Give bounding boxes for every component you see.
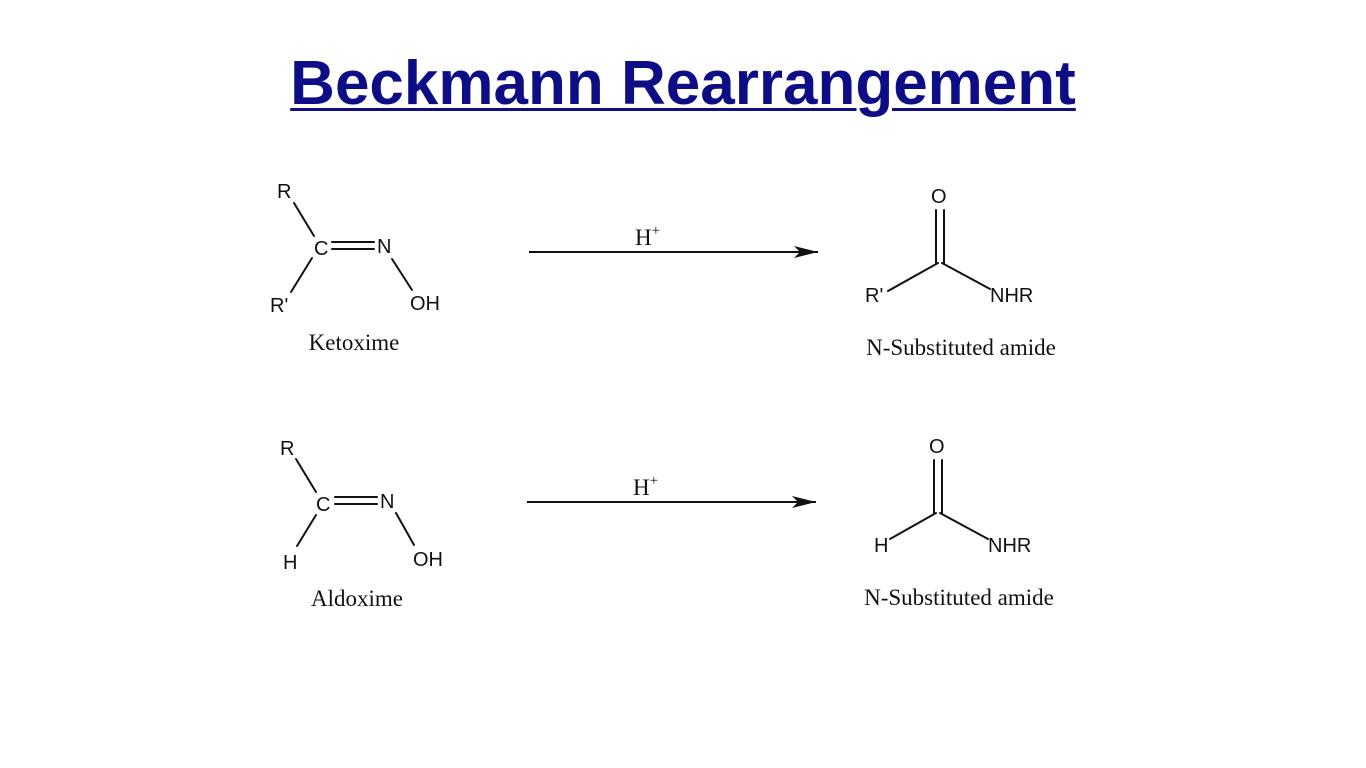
amide-label-2: N-Substituted amide bbox=[864, 585, 1054, 610]
bond-r-c bbox=[295, 458, 317, 493]
atom-r-prime: R' bbox=[270, 295, 288, 317]
atom-h: H bbox=[874, 535, 888, 557]
reaction-arrow-1: H+ bbox=[529, 223, 818, 258]
bond-c-r-prime bbox=[290, 257, 313, 293]
atom-c: C bbox=[316, 494, 330, 516]
acid-catalyst-label: H+ bbox=[635, 223, 660, 250]
slide-title: Beckmann Rearrangement bbox=[0, 46, 1366, 122]
atom-oh: OH bbox=[413, 549, 443, 571]
atom-oh: OH bbox=[410, 293, 440, 315]
atom-h: H bbox=[283, 552, 297, 574]
atom-c: C bbox=[314, 238, 328, 260]
reaction-1: R C N R' OH Ketoxime H+ O R' NHR bbox=[270, 181, 1056, 360]
bond-c-nhr bbox=[941, 262, 991, 290]
bond-n-oh bbox=[395, 512, 415, 546]
amide-structure-2: O H NHR bbox=[874, 436, 1031, 557]
bond-r-c bbox=[293, 202, 315, 237]
amide-structure-1: O R' NHR bbox=[865, 186, 1033, 307]
bond-n-oh bbox=[391, 258, 413, 291]
atom-nhr: NHR bbox=[990, 285, 1033, 307]
atom-n: N bbox=[377, 236, 391, 258]
atom-r: R bbox=[277, 181, 291, 203]
slide-title-text: Beckmann Rearrangement bbox=[290, 49, 1076, 118]
bond-c-h bbox=[889, 512, 937, 540]
atom-o: O bbox=[931, 186, 947, 208]
aldoxime-label: Aldoxime bbox=[311, 586, 403, 611]
atom-r-prime: R' bbox=[865, 285, 883, 307]
aldoxime-structure: R C N H OH bbox=[280, 438, 443, 574]
atom-nhr: NHR bbox=[988, 535, 1031, 557]
bond-c-nhr bbox=[939, 512, 989, 540]
reaction-2: R C N H OH Aldoxime H+ O H NHR bbox=[280, 436, 1054, 611]
amide-label-1: N-Substituted amide bbox=[866, 335, 1056, 360]
atom-o: O bbox=[929, 436, 945, 458]
ketoxime-structure: R C N R' OH bbox=[270, 181, 440, 317]
acid-catalyst-label: H+ bbox=[633, 473, 658, 500]
bond-c-h bbox=[296, 514, 317, 547]
atom-r: R bbox=[280, 438, 294, 460]
reaction-arrow-2: H+ bbox=[527, 473, 816, 508]
atom-n: N bbox=[380, 491, 394, 513]
ketoxime-label: Ketoxime bbox=[309, 330, 400, 355]
bond-c-r-prime bbox=[887, 262, 939, 292]
